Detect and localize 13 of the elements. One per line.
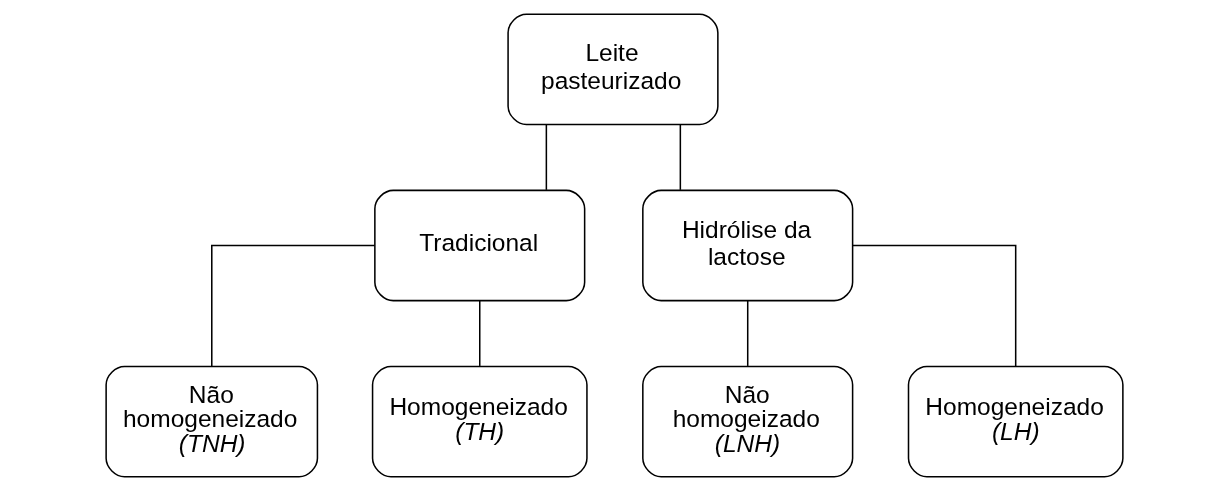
node-box: Hidrólise da lactose [642, 189, 854, 302]
node-box: Não homogeizado (LNH) [642, 365, 854, 478]
connector [211, 244, 376, 368]
connector [545, 123, 548, 191]
connector [479, 299, 481, 367]
node-box: Não homogeneizado (TNH) [105, 365, 319, 478]
node-box: Homogeneizado (TH) [371, 365, 588, 478]
connector [679, 123, 682, 191]
connector [852, 244, 1017, 368]
node-box: Homogeneizado (LH) [907, 365, 1124, 478]
node-box: Leite pasteurizado [507, 13, 719, 126]
connector [746, 299, 749, 367]
node-box: Tradicional [374, 189, 586, 302]
